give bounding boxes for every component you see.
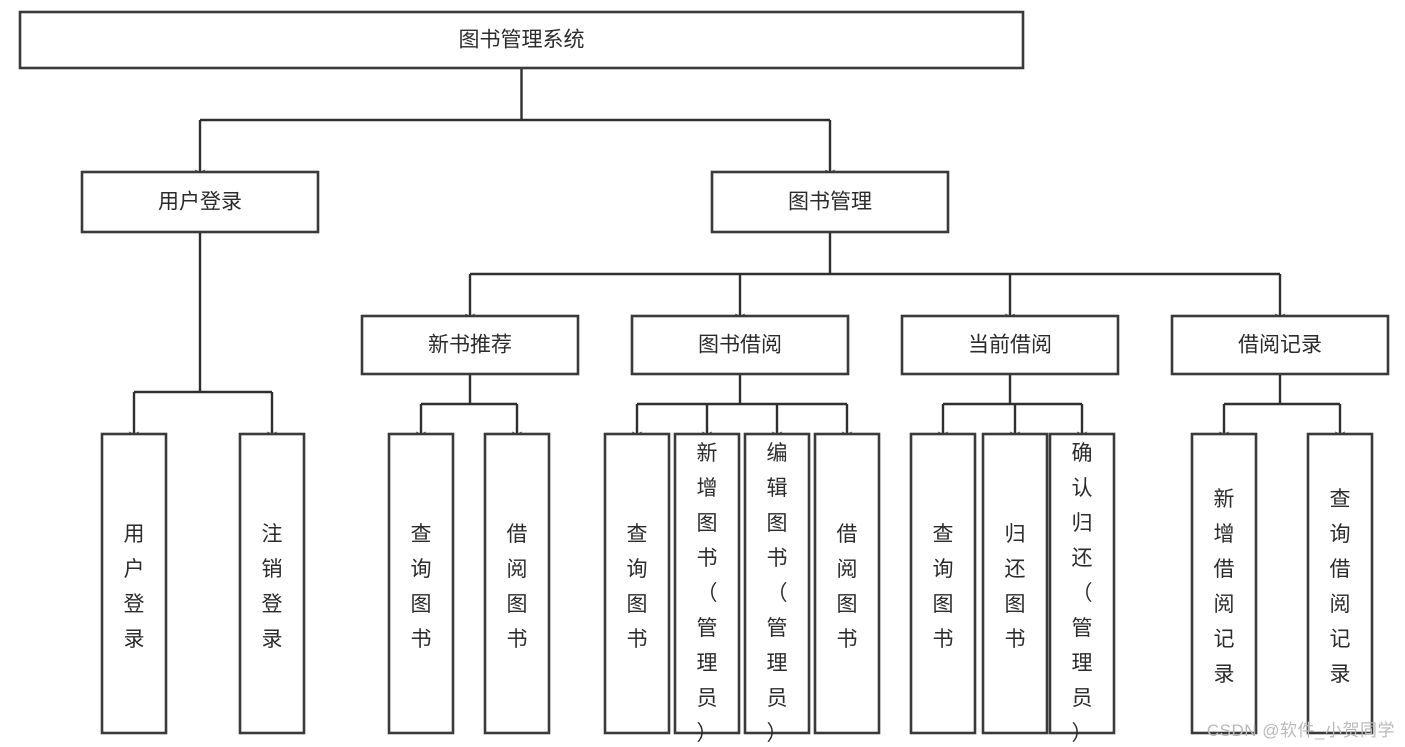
node-layer: 图书管理系统用户登录图书管理新书推荐图书借阅当前借阅借阅记录用户登录注销登录查询… [18, 10, 1390, 745]
node-图书管理系统[interactable]: 图书管理系统 [18, 10, 1025, 70]
node-label-借阅图书: 借阅图书 [837, 523, 858, 651]
node-借阅图书[interactable]: 借阅图书 [813, 432, 881, 735]
node-box-图书借阅[interactable] [630, 314, 850, 376]
node-box-新增图书管理员[interactable] [673, 432, 741, 735]
node-确认归还管理员[interactable]: 确认归还（管理员） [1048, 432, 1116, 745]
node-box-借阅图书[interactable] [483, 432, 551, 735]
node-box-查询图书[interactable] [387, 432, 455, 735]
node-label-查询图书: 查询图书 [627, 523, 648, 651]
node-label-用户登录: 用户登录 [158, 191, 242, 214]
node-新增图书管理员[interactable]: 新增图书（管理员） [673, 432, 741, 745]
node-label-新书推荐: 新书推荐 [428, 334, 512, 357]
node-box-用户登录[interactable] [100, 432, 168, 735]
node-label-新增图书管理员: 新增图书（管理员） [697, 442, 718, 745]
node-label-归还图书: 归还图书 [1005, 523, 1026, 651]
node-box-查询图书[interactable] [603, 432, 671, 735]
node-box-确认归还管理员[interactable] [1048, 432, 1116, 735]
node-图书借阅[interactable]: 图书借阅 [630, 314, 850, 376]
node-box-用户登录[interactable] [80, 170, 320, 234]
node-box-注销登录[interactable] [238, 432, 306, 735]
node-归还图书[interactable]: 归还图书 [981, 432, 1049, 735]
node-label-图书借阅: 图书借阅 [698, 334, 782, 357]
node-label-查询图书: 查询图书 [411, 523, 432, 651]
node-label-查询借阅记录: 查询借阅记录 [1330, 488, 1351, 686]
node-借阅记录[interactable]: 借阅记录 [1170, 314, 1390, 376]
node-box-新增借阅记录[interactable] [1190, 432, 1258, 735]
node-box-编辑图书管理员[interactable] [743, 432, 811, 735]
node-编辑图书管理员[interactable]: 编辑图书（管理员） [743, 432, 811, 745]
node-图书管理[interactable]: 图书管理 [710, 170, 950, 234]
node-label-图书管理: 图书管理 [788, 191, 872, 214]
node-label-新增借阅记录: 新增借阅记录 [1214, 488, 1235, 686]
node-注销登录[interactable]: 注销登录 [238, 432, 306, 735]
node-label-编辑图书管理员: 编辑图书（管理员） [767, 442, 788, 745]
node-查询借阅记录[interactable]: 查询借阅记录 [1306, 432, 1374, 735]
node-box-查询借阅记录[interactable] [1306, 432, 1374, 735]
node-box-当前借阅[interactable] [900, 314, 1120, 376]
connector-layer [129, 68, 1345, 443]
node-box-归还图书[interactable] [981, 432, 1049, 735]
node-box-借阅图书[interactable] [813, 432, 881, 735]
node-box-查询图书[interactable] [909, 432, 977, 735]
node-box-图书管理系统[interactable] [18, 10, 1025, 70]
node-查询图书[interactable]: 查询图书 [909, 432, 977, 735]
node-用户登录[interactable]: 用户登录 [100, 432, 168, 735]
node-借阅图书[interactable]: 借阅图书 [483, 432, 551, 735]
node-label-用户登录: 用户登录 [124, 523, 145, 651]
node-label-注销登录: 注销登录 [262, 523, 283, 651]
node-查询图书[interactable]: 查询图书 [387, 432, 455, 735]
node-box-图书管理[interactable] [710, 170, 950, 234]
node-label-借阅记录: 借阅记录 [1238, 334, 1322, 357]
node-新书推荐[interactable]: 新书推荐 [360, 314, 580, 376]
node-label-查询图书: 查询图书 [933, 523, 954, 651]
node-新增借阅记录[interactable]: 新增借阅记录 [1190, 432, 1258, 735]
node-用户登录[interactable]: 用户登录 [80, 170, 320, 234]
node-label-当前借阅: 当前借阅 [968, 334, 1052, 357]
node-label-确认归还管理员: 确认归还（管理员） [1072, 442, 1093, 745]
node-box-新书推荐[interactable] [360, 314, 580, 376]
node-当前借阅[interactable]: 当前借阅 [900, 314, 1120, 376]
node-label-借阅图书: 借阅图书 [507, 523, 528, 651]
node-label-图书管理系统: 图书管理系统 [459, 29, 585, 52]
node-查询图书[interactable]: 查询图书 [603, 432, 671, 735]
node-box-借阅记录[interactable] [1170, 314, 1390, 376]
